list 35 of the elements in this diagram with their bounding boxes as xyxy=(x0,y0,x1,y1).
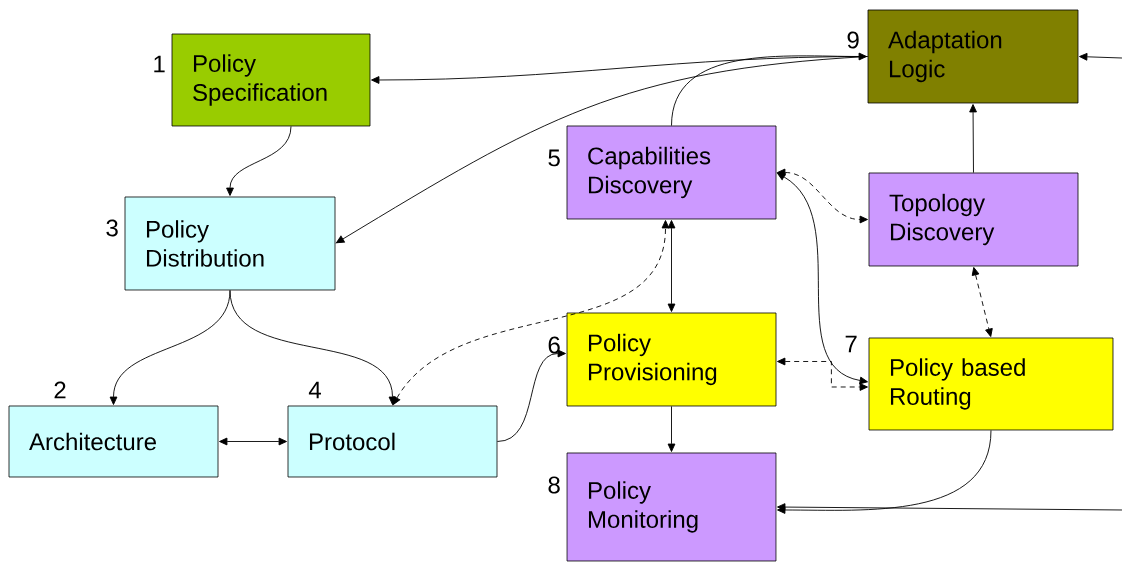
arrow xyxy=(219,437,287,446)
step-number: 1 xyxy=(154,55,165,73)
step-number: 6 xyxy=(548,336,560,354)
process-box: Policy Monitoring xyxy=(566,452,777,562)
process-box: Adaptation Logic xyxy=(867,9,1079,104)
step-number: 2 xyxy=(54,381,66,399)
process-box: Policy based Routing xyxy=(868,337,1114,431)
arrow xyxy=(667,405,676,452)
arrow xyxy=(969,104,977,174)
arrow xyxy=(226,125,292,196)
step-number: 3 xyxy=(106,219,118,237)
process-box: Policy Specification xyxy=(171,33,371,127)
arrow xyxy=(777,357,868,391)
arrow xyxy=(777,168,868,224)
step-number: 8 xyxy=(548,476,560,494)
process-box: Protocol xyxy=(287,405,498,478)
step-number: 4 xyxy=(308,381,321,399)
arrow xyxy=(776,172,868,385)
process-box: Capabilities Discovery xyxy=(566,125,777,220)
arrow xyxy=(777,429,992,514)
arrow xyxy=(971,267,993,337)
step-number: 5 xyxy=(548,149,560,167)
arrow xyxy=(777,503,1122,511)
arrow xyxy=(671,52,867,127)
process-box: Architecture xyxy=(8,405,219,478)
process-box: Policy Provisioning xyxy=(566,312,777,407)
arrow xyxy=(1079,52,1122,61)
arrow xyxy=(667,220,676,312)
step-number: 9 xyxy=(847,31,859,49)
process-box: Topology Discovery xyxy=(868,172,1079,267)
step-number: 7 xyxy=(845,335,857,353)
arrow xyxy=(229,289,397,405)
arrow xyxy=(496,349,566,442)
process-box: Policy Distribution xyxy=(124,196,336,291)
arrow xyxy=(392,220,670,406)
